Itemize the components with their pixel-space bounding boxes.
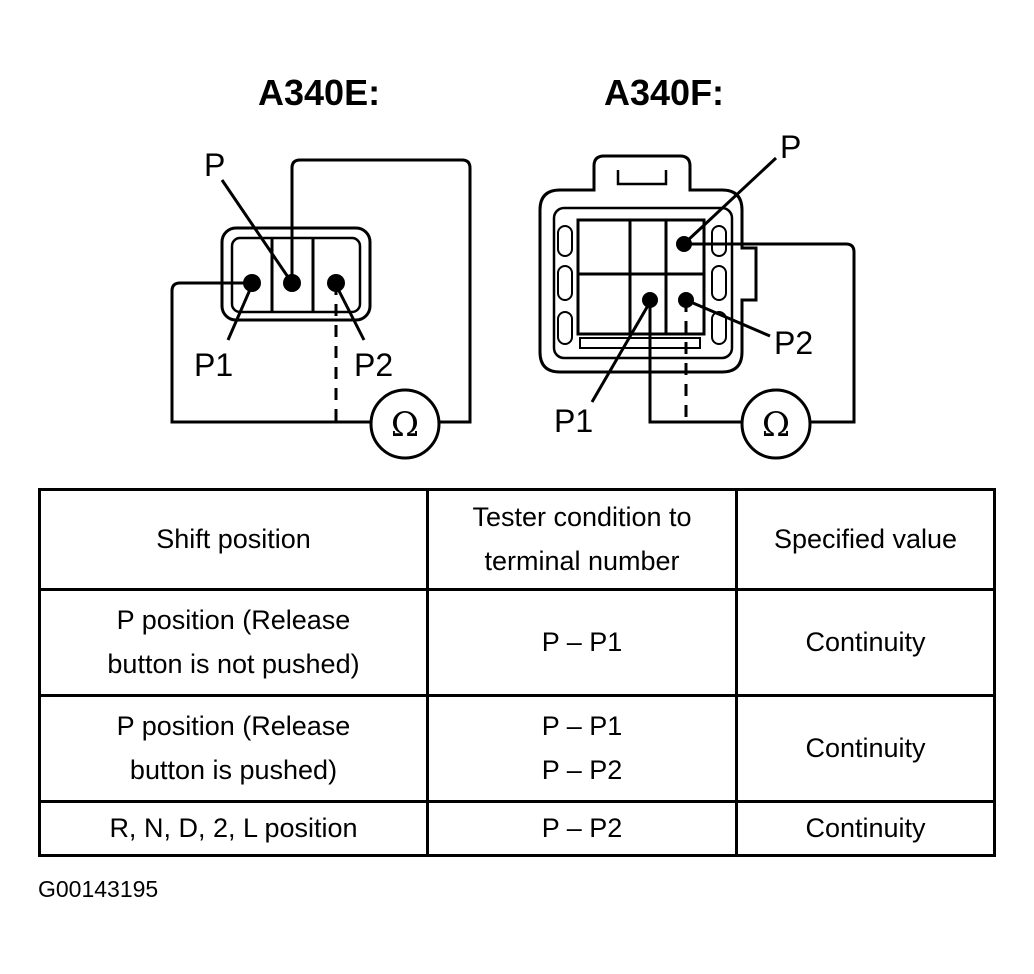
table-row: P position (Release button is not pushed… xyxy=(38,588,996,697)
header-specified-value: Specified value xyxy=(735,488,996,591)
a340f-connector xyxy=(538,154,758,374)
a340e-ohm-symbol: Ω xyxy=(391,405,419,445)
cell-shift-position: P position (Release button is not pushed… xyxy=(38,588,429,697)
a340f-wiring xyxy=(590,156,856,424)
cell-terminals: P – P1 xyxy=(426,588,738,697)
specification-table: Shift position Tester condition to termi… xyxy=(38,488,996,857)
a340f-ohm-symbol: Ω xyxy=(762,405,790,445)
a340e-title: A340E: xyxy=(258,72,380,113)
a340f-terminal-p2 xyxy=(678,292,694,308)
cell-terminals: P – P2 xyxy=(426,800,738,857)
a340f-terminal-p1 xyxy=(642,292,658,308)
cell-shift-position: P position (Release button is pushed) xyxy=(38,694,429,803)
connector-diagram: A340E: Ω P P1 P2 xyxy=(170,72,856,460)
a340f-label-p1: P1 xyxy=(554,403,593,439)
a340e-terminal-p xyxy=(283,274,301,292)
cell-terminals: P – P1 P – P2 xyxy=(426,694,738,803)
a340f-ohmmeter: Ω xyxy=(740,388,812,460)
cell-shift-position: R, N, D, 2, L position xyxy=(38,800,429,857)
a340e-diagram: A340E: Ω P P1 P2 xyxy=(170,72,472,460)
cell-specified-value: Continuity xyxy=(735,694,996,803)
header-shift-position: Shift position xyxy=(38,488,429,591)
a340e-terminal-p1 xyxy=(243,274,261,292)
a340f-label-p2: P2 xyxy=(774,325,813,361)
a340f-label-p: P xyxy=(780,129,801,165)
a340e-connector xyxy=(220,226,372,322)
cell-specified-value: Continuity xyxy=(735,588,996,697)
cell-specified-value: Continuity xyxy=(735,800,996,857)
figure-code: G00143195 xyxy=(38,876,159,902)
header-tester-condition: Tester condition to terminal number xyxy=(426,488,738,591)
a340e-label-p: P xyxy=(204,147,225,183)
table-row: R, N, D, 2, L position P – P2 Continuity xyxy=(38,800,996,857)
a340f-title: A340F: xyxy=(604,72,724,113)
table-row: P position (Release button is pushed) P … xyxy=(38,694,996,803)
a340f-diagram: A340F: xyxy=(538,72,856,460)
a340e-label-p2: P2 xyxy=(354,347,393,383)
table-header-row: Shift position Tester condition to termi… xyxy=(38,488,996,591)
a340e-terminal-p2 xyxy=(327,274,345,292)
a340e-wiring xyxy=(170,158,472,424)
a340f-terminal-p xyxy=(676,236,692,252)
a340e-label-p1: P1 xyxy=(194,347,233,383)
a340e-ohmmeter: Ω xyxy=(369,388,441,460)
